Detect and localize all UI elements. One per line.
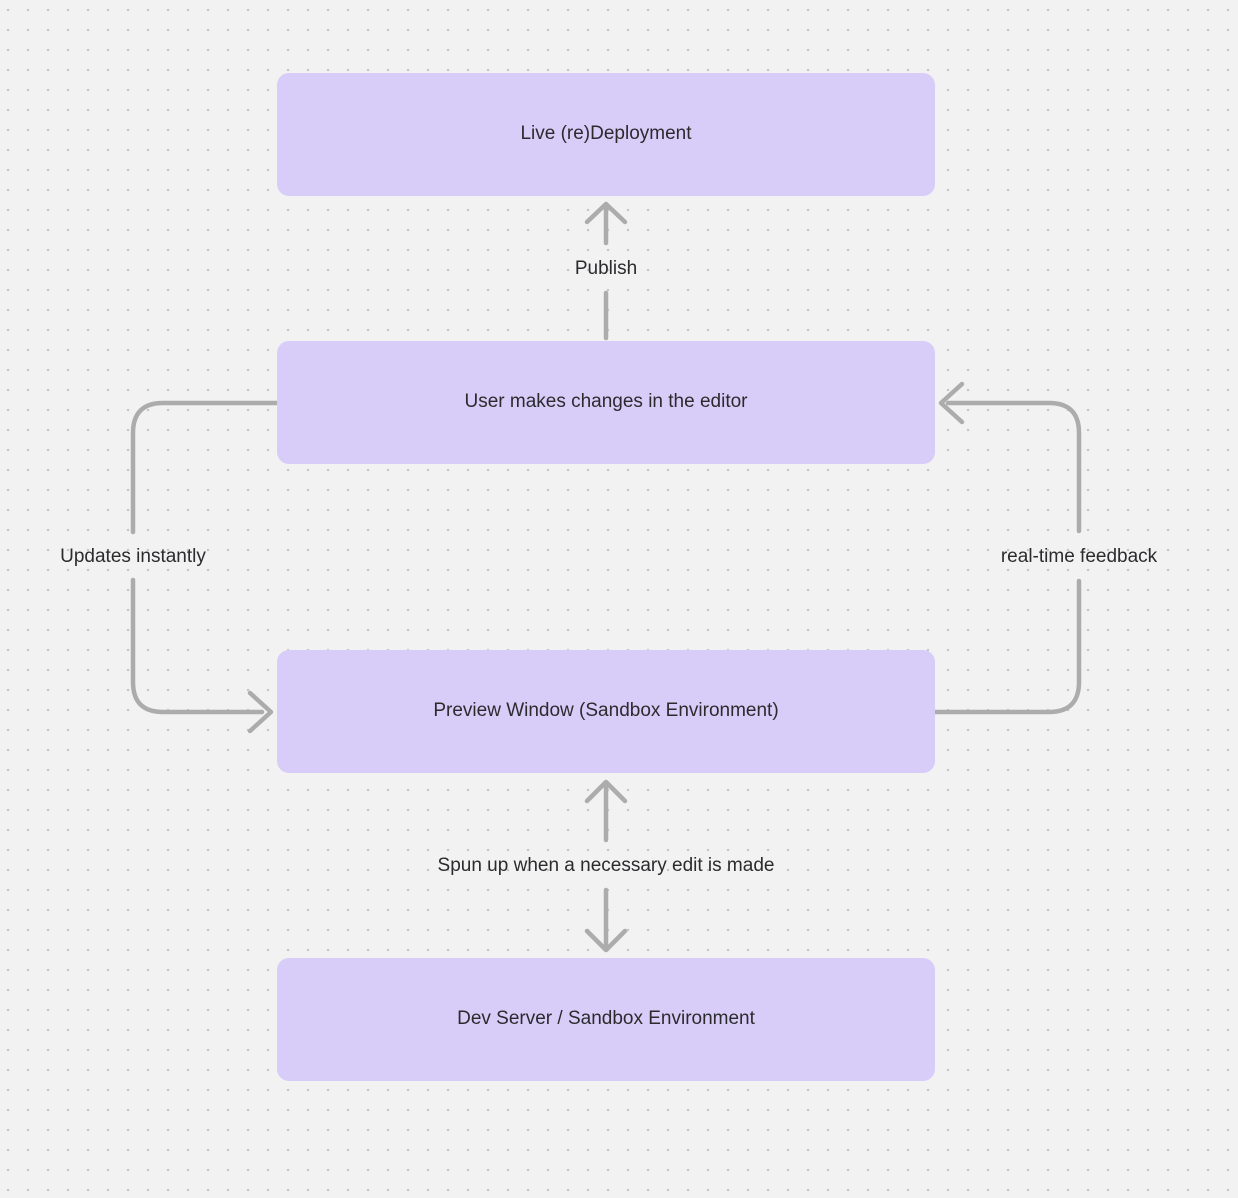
node-editor[interactable]: User makes changes in the editor bbox=[277, 341, 935, 464]
node-dev-server[interactable]: Dev Server / Sandbox Environment bbox=[277, 958, 935, 1081]
edge-label-spun-up[interactable]: Spun up when a necessary edit is made bbox=[437, 855, 775, 876]
arrow-spun-up-to-dev-server[interactable] bbox=[584, 887, 628, 953]
arrowhead-up-icon bbox=[584, 201, 628, 225]
arrow-feedback-line-lower bbox=[932, 578, 1082, 715]
arrow-spun-up-to-preview[interactable] bbox=[584, 779, 628, 843]
arrowhead-right-icon bbox=[247, 690, 274, 734]
arrow-feedback-line-upper bbox=[945, 400, 1082, 534]
node-label: Live (re)Deployment bbox=[520, 123, 692, 145]
edge-label-publish[interactable]: Publish bbox=[574, 258, 638, 279]
arrowhead-left-icon bbox=[938, 381, 965, 425]
node-label: Preview Window (Sandbox Environment) bbox=[433, 700, 779, 722]
arrow-updates-line-lower bbox=[130, 577, 265, 715]
node-live-deployment[interactable]: Live (re)Deployment bbox=[277, 73, 935, 196]
arrow-updates-line-upper bbox=[130, 400, 280, 535]
node-label: User makes changes in the editor bbox=[464, 391, 748, 413]
node-label: Dev Server / Sandbox Environment bbox=[457, 1008, 755, 1030]
arrowhead-down-icon bbox=[584, 928, 628, 953]
arrowhead-up-icon bbox=[584, 779, 628, 804]
edge-label-real-time-feedback[interactable]: real-time feedback bbox=[1000, 546, 1158, 567]
node-preview[interactable]: Preview Window (Sandbox Environment) bbox=[277, 650, 935, 773]
edge-label-updates-instantly[interactable]: Updates instantly bbox=[60, 546, 206, 567]
